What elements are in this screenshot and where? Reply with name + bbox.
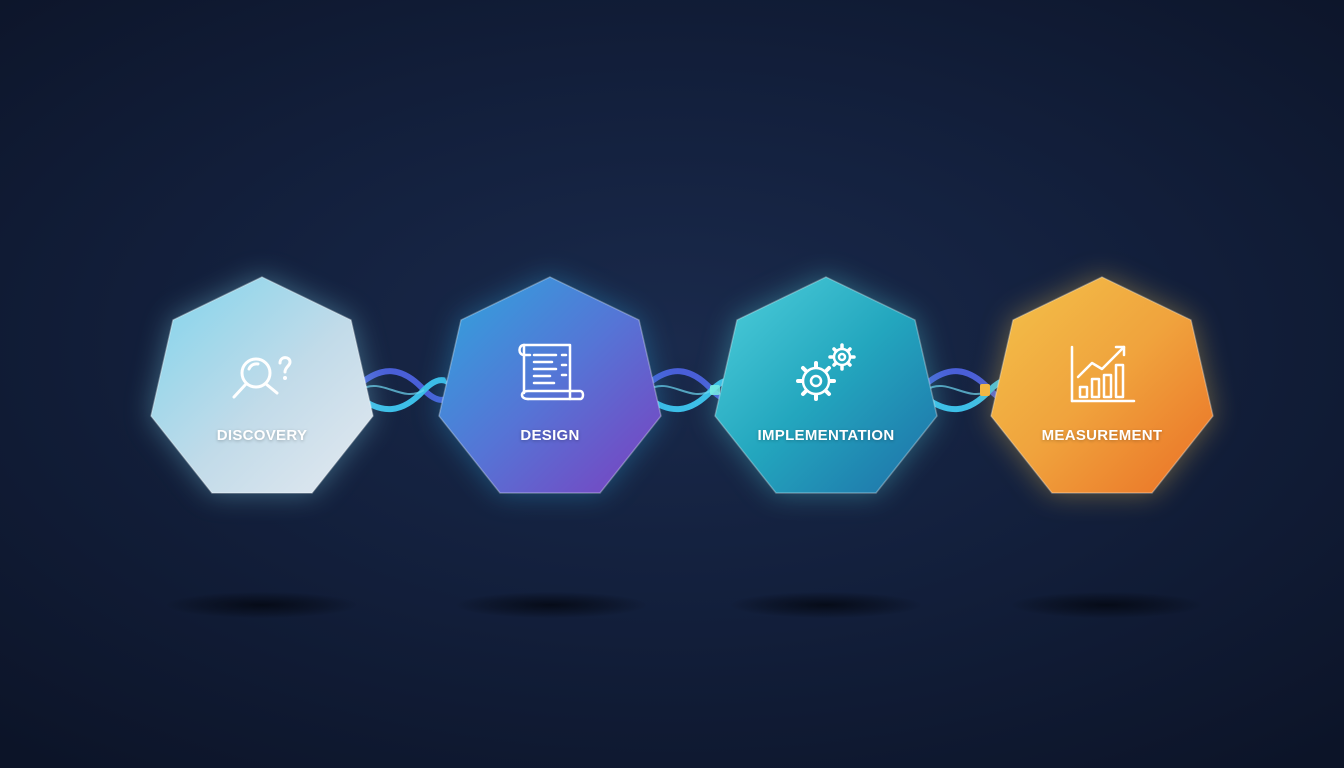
step-measurement: MEASUREMENT bbox=[986, 275, 1218, 507]
heptagon-shape bbox=[714, 276, 938, 494]
step-implementation: IMPLEMENTATION bbox=[710, 275, 942, 507]
heptagon-shape bbox=[990, 276, 1214, 494]
step-label: MEASUREMENT bbox=[1041, 427, 1163, 444]
step-design: DESIGN bbox=[434, 275, 666, 507]
node-shadow bbox=[731, 592, 921, 618]
node-shadow bbox=[456, 592, 646, 618]
step-discovery: DISCOVERY bbox=[146, 275, 378, 507]
node-shadow bbox=[1012, 592, 1202, 618]
gears-icon bbox=[796, 343, 856, 401]
step-label: IMPLEMENTATION bbox=[757, 427, 895, 444]
document-scroll-icon bbox=[518, 343, 585, 401]
heptagon-shape bbox=[438, 276, 662, 494]
magnifier-question-icon bbox=[232, 356, 292, 399]
step-label: DESIGN bbox=[520, 427, 580, 444]
growth-chart-icon bbox=[1070, 345, 1136, 403]
node-shadow bbox=[167, 592, 357, 618]
step-label: DISCOVERY bbox=[216, 427, 308, 444]
